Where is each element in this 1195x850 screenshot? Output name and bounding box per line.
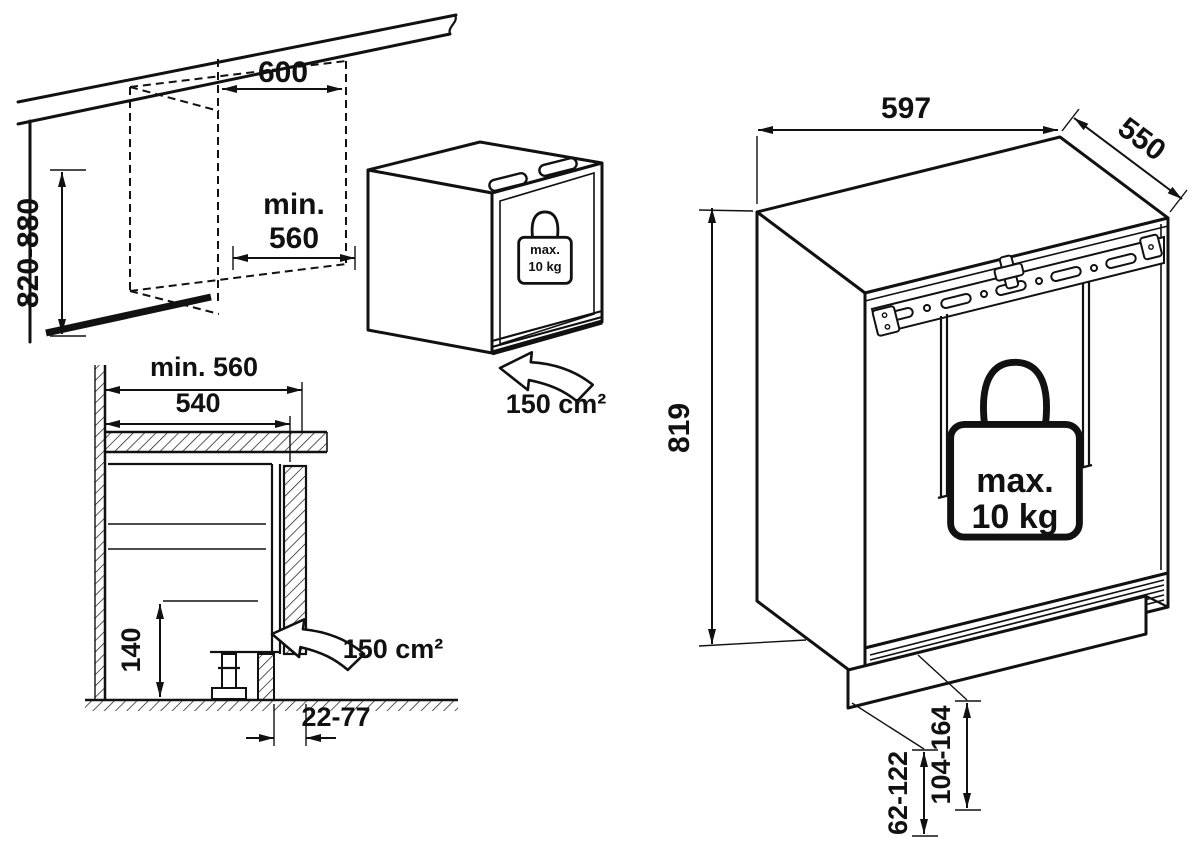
plinth-height-dimension: 140	[116, 600, 258, 697]
transport-handle-icon	[538, 157, 578, 177]
vent-area-label: 150 cm²	[506, 389, 607, 419]
width-label: 597	[881, 92, 931, 125]
plinth-recess-dimension: 22-77	[246, 702, 371, 746]
adjust-high-dimension: 104-164	[917, 654, 981, 811]
door-weight-icon: max. 10 kg	[517, 210, 573, 285]
appliance-dimensions-view: max. 10 kg 597 550 819	[663, 92, 1188, 837]
weight-max-label: max.	[530, 242, 560, 257]
center-bracket	[993, 254, 1025, 290]
width-dimension: 597	[756, 92, 1058, 204]
cross-section-view: min. 560 540 140 22-77 150 cm²	[85, 352, 458, 746]
niche-depth-dimension: min. 560	[232, 188, 356, 270]
plinth-height-label: 140	[116, 627, 146, 672]
height-dimension: 819	[663, 208, 807, 647]
mounting-rails	[870, 233, 1165, 500]
floor-line	[85, 698, 458, 711]
niche-width-label: 600	[258, 56, 308, 89]
plinth	[846, 594, 1169, 710]
appliance-side-face	[366, 168, 494, 355]
end-bracket	[1139, 233, 1163, 261]
adjust-high-label: 104-164	[926, 705, 956, 804]
plinth-recess-label: 22-77	[301, 702, 370, 732]
countertop-lines	[16, 13, 458, 344]
niche-installation-view: 600 min. 560 820-880	[12, 13, 607, 419]
height-label: 819	[663, 403, 696, 453]
section-appliance	[108, 462, 308, 701]
section-niche-depth-dimension: min. 560	[105, 352, 303, 432]
transport-handle-icon	[488, 172, 528, 192]
adjust-low-label: 62-122	[883, 751, 913, 835]
end-bracket	[871, 305, 901, 337]
adjustable-foot	[211, 653, 247, 700]
counter-depth-dimension: 540	[105, 388, 291, 462]
section-wall	[94, 365, 107, 700]
weight-value-label: 10 kg	[528, 259, 561, 274]
appliance-side-face	[755, 210, 867, 684]
niche-height-label: 820-880	[12, 198, 45, 308]
door-weight-icon: max. 10 kg	[951, 362, 1080, 537]
niche-width-dimension: 600	[222, 56, 342, 93]
niche-depth-value-label: 560	[269, 222, 319, 255]
appliance-outline: max. 10 kg	[366, 140, 604, 356]
appliance-body: max. 10 kg	[755, 135, 1170, 710]
counter-depth-label: 540	[175, 388, 220, 418]
niche-height-dimension: 820-880	[12, 169, 86, 337]
depth-label: 550	[1112, 111, 1172, 167]
weight-value-label: 10 kg	[972, 498, 1059, 536]
section-countertop	[105, 430, 328, 454]
baseboard-line	[45, 293, 212, 337]
section-niche-depth-label: min. 560	[150, 352, 258, 382]
weight-max-label: max.	[976, 462, 1054, 500]
vent-area-label: 150 cm²	[343, 634, 444, 664]
niche-depth-min-label: min.	[263, 188, 325, 221]
plinth-panel	[257, 653, 275, 701]
niche-dashed-outline	[129, 59, 347, 315]
adjust-low-dimension: 62-122	[851, 702, 938, 837]
